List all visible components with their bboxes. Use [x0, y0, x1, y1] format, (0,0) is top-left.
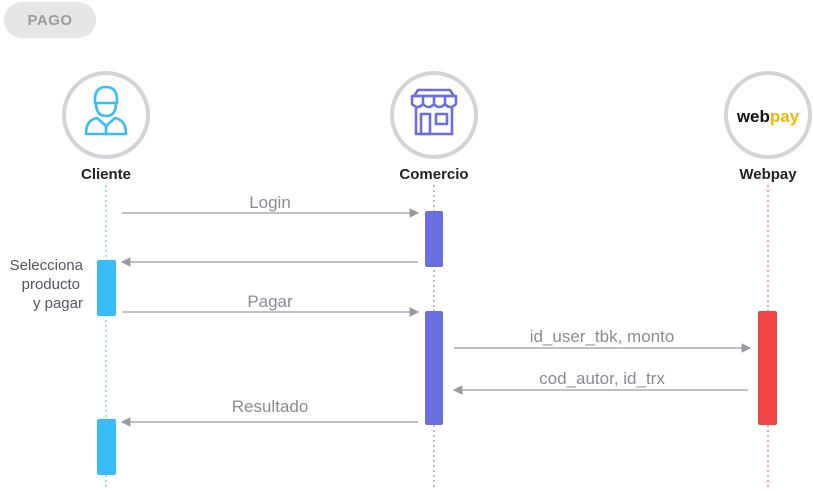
actor-comercio-label: Comercio — [399, 166, 468, 183]
note-line-1: Selecciona — [10, 257, 84, 274]
comercio-activation-1 — [425, 211, 443, 267]
message-cod-autor: cod_autor, id_trx — [452, 369, 748, 395]
note-line-2: producto — [22, 276, 80, 293]
note-selecciona-producto: Selecciona producto y pagar — [10, 257, 84, 312]
actor-cliente-label: Cliente — [81, 166, 131, 183]
webpay-logo: webpay — [736, 107, 800, 126]
actor-comercio: Comercio — [390, 71, 478, 183]
message-resultado-label: Resultado — [232, 397, 309, 416]
actor-webpay-label: Webpay — [739, 166, 797, 183]
message-cod-autor-label: cod_autor, id_trx — [539, 369, 665, 388]
webpay-logo-web: web — [736, 107, 770, 126]
message-pagar: Pagar — [122, 292, 420, 317]
actor-webpay: webpay Webpay — [724, 71, 812, 183]
message-login-label: Login — [249, 193, 291, 212]
cliente-activation-1 — [97, 260, 116, 316]
note-line-3: y pagar — [33, 295, 83, 312]
pago-badge-label: PAGO — [27, 11, 73, 29]
cliente-activation-2 — [97, 419, 116, 475]
actor-cliente: Cliente — [62, 71, 150, 183]
comercio-activation-2 — [425, 311, 443, 425]
pago-badge: PAGO — [4, 2, 96, 38]
webpay-logo-pay: pay — [770, 107, 800, 126]
message-id-user: id_user_tbk, monto — [454, 327, 752, 353]
message-pagar-label: Pagar — [247, 292, 293, 311]
message-resultado: Resultado — [120, 397, 418, 427]
message-id-user-label: id_user_tbk, monto — [530, 327, 675, 346]
store-icon — [410, 88, 458, 136]
webpay-activation — [758, 311, 777, 425]
user-icon — [84, 85, 128, 136]
message-login: Login — [122, 193, 420, 218]
